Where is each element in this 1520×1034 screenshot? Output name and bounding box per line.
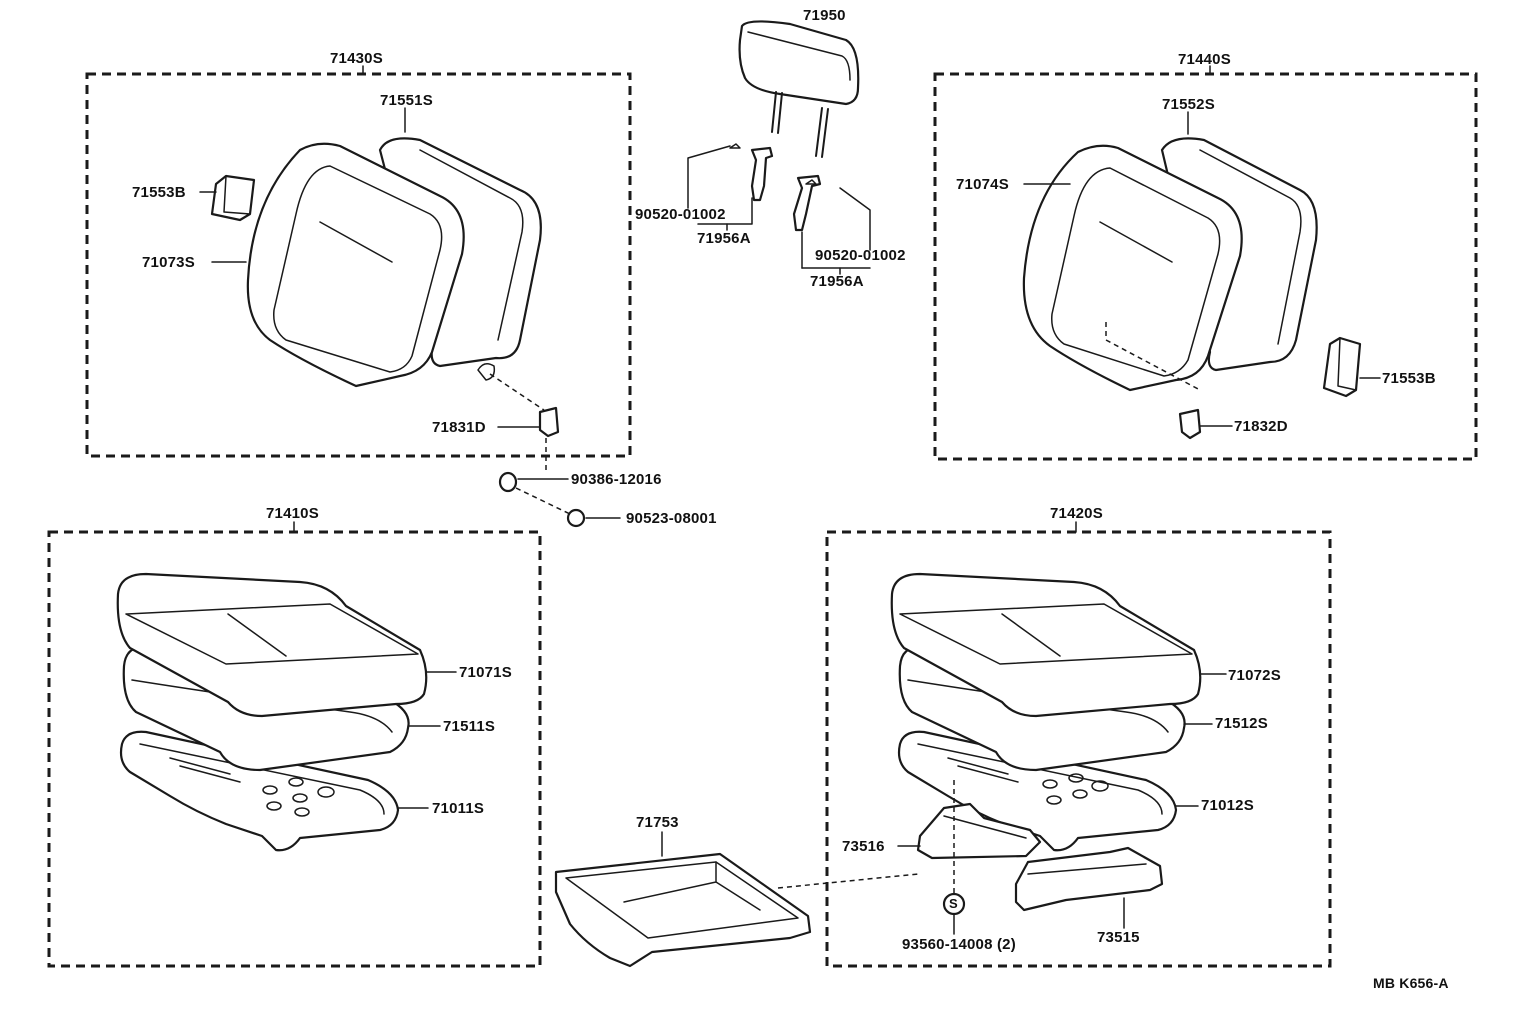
group-box-71430S <box>85 72 632 458</box>
box-label-ticks <box>293 65 1211 533</box>
label-71074S: 71074S <box>956 176 1009 193</box>
headrest-71950 <box>738 20 860 158</box>
label-71512S: 71512S <box>1215 715 1268 732</box>
seatback-assembly-right <box>1022 137 1362 440</box>
storage-tray-71753 <box>554 831 919 968</box>
label-71071S: 71071S <box>459 664 512 681</box>
seatback-assembly-left <box>210 137 560 438</box>
label-71420S: 71420S <box>1050 505 1103 522</box>
label-90520-01002-left: 90520-01002 <box>635 206 726 223</box>
label-71072S: 71072S <box>1228 667 1281 684</box>
seat-cushion-assembly-right <box>890 572 1202 935</box>
label-71553B-right: 71553B <box>1382 370 1436 387</box>
label-71956A-right: 71956A <box>810 273 864 290</box>
label-71430S: 71430S <box>330 50 383 67</box>
label-71553B-left: 71553B <box>132 184 186 201</box>
label-73516: 73516 <box>842 838 885 855</box>
group-box-71420S <box>825 530 1332 968</box>
label-93560-14008: 93560-14008 (2) <box>902 936 1016 953</box>
leader-lines <box>199 107 1381 929</box>
group-box-71440S <box>933 72 1478 461</box>
label-71551S: 71551S <box>380 92 433 109</box>
label-73515: 73515 <box>1097 929 1140 946</box>
label-71410S: 71410S <box>266 505 319 522</box>
label-71831D: 71831D <box>432 419 486 436</box>
headrest-guides <box>687 143 871 275</box>
reference-code: MB K656-A <box>1373 975 1449 991</box>
label-71552S: 71552S <box>1162 96 1215 113</box>
label-71012S: 71012S <box>1201 797 1254 814</box>
nut-washer-parts <box>498 438 621 528</box>
label-71440S: 71440S <box>1178 51 1231 68</box>
label-90520-01002-right: 90520-01002 <box>815 247 906 264</box>
label-90386-12016: 90386-12016 <box>571 471 662 488</box>
label-71073S: 71073S <box>142 254 195 271</box>
seat-cushion-assembly-left <box>116 572 428 852</box>
label-71511S: 71511S <box>443 718 496 735</box>
label-71950: 71950 <box>803 7 846 24</box>
s-symbol-letter: S <box>949 896 958 911</box>
label-90523-08001: 90523-08001 <box>626 510 717 527</box>
label-71753: 71753 <box>636 814 679 831</box>
label-71011S: 71011S <box>432 800 485 817</box>
label-71956A-left: 71956A <box>697 230 751 247</box>
label-71832D: 71832D <box>1234 418 1288 435</box>
